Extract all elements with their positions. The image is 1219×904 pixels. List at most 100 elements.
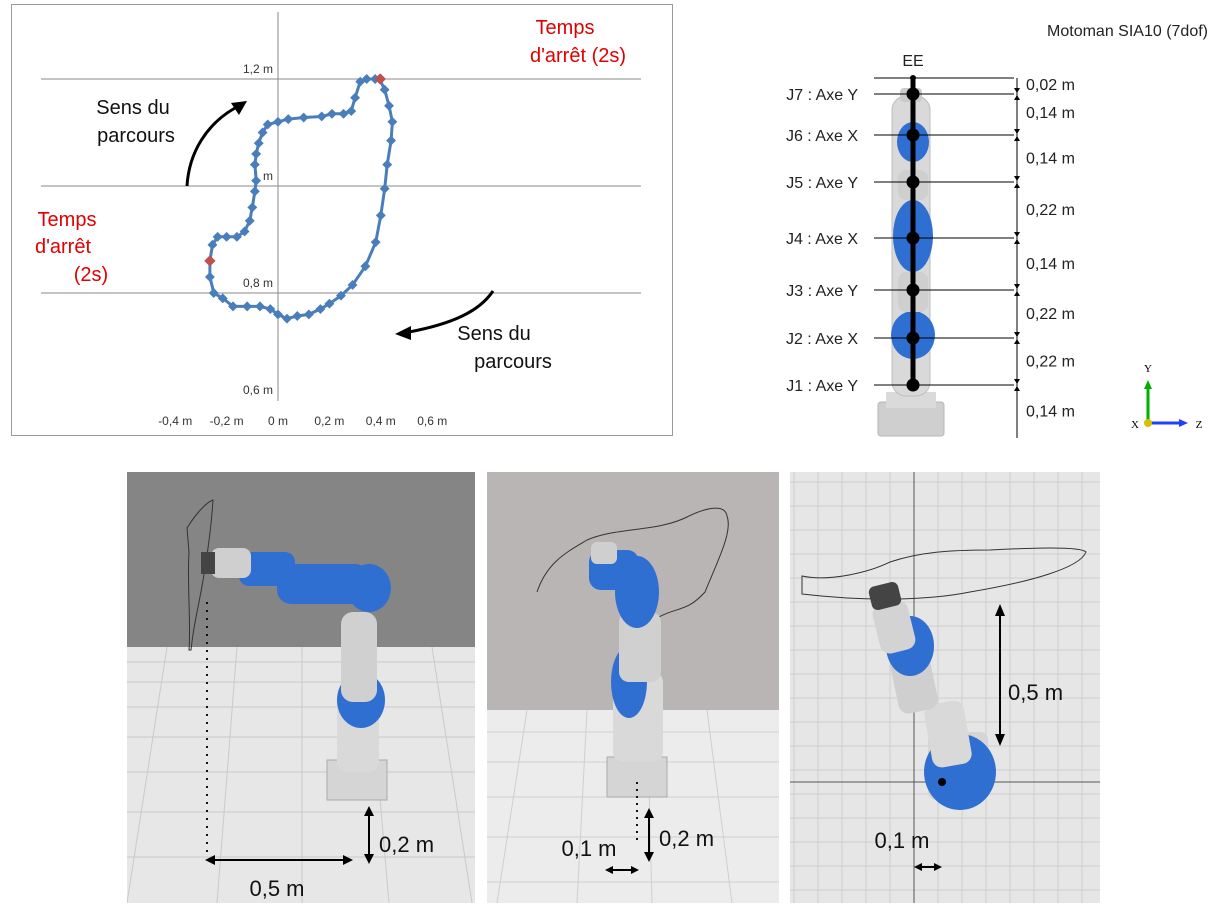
top-view-panel: 0,5 m 0,1 m [790,472,1100,903]
trajectory-point [247,202,258,213]
joint-markers: J7 : Axe YJ6 : Axe XJ5 : Axe YJ4 : Axe X… [786,87,1014,395]
direction-bottom-arrowhead [395,326,411,340]
dimension-tick [1014,176,1020,181]
top-robot [868,582,996,810]
side-vertical-label: 0,2 m [379,832,434,857]
joint-marker [906,175,920,189]
trajectory-point [221,231,232,242]
trajectory-point [244,215,255,226]
axis-label-y: Y [1144,363,1152,375]
direction-bottom-arrow [408,290,495,334]
direction-bottom-line2: parcours [474,351,552,373]
trajectory-point [315,304,326,314]
dimension-tick [1014,339,1020,344]
axis-label-x: X [1131,419,1139,431]
dimension-tick [1014,284,1020,289]
top-horizontal-label: 0,1 m [874,828,929,853]
trajectory-point [370,237,381,248]
front-view-scene: 0,1 m 0,2 m [487,472,779,903]
trajectory-point [249,186,260,197]
dimension-tick [1014,291,1020,296]
trajectory-point [204,272,215,282]
distance-label: 0,22 m [1026,354,1075,371]
direction-top-line1: Sens du [96,97,169,119]
joint-marker [906,231,920,245]
trajectory-point [265,304,276,314]
trajectory-point [255,301,265,312]
axis-label-z: Z [1196,419,1203,431]
joint-label: J7 : Axe Y [786,87,858,104]
x-tick-label: 0 m [268,414,288,428]
joint-label: J2 : Axe X [786,331,858,348]
x-tick-label: 0,2 m [314,414,344,428]
dimension-tick [1014,183,1020,188]
direction-top-line2: parcours [97,125,175,147]
dimension-tick [1014,386,1020,391]
joint-label: J6 : Axe X [786,128,858,145]
distance-label: 0,14 m [1026,105,1075,122]
joint-marker [906,331,920,345]
trajectory-point [375,210,386,221]
distance-label: 0,14 m [1026,256,1075,273]
joint-label: J1 : Axe Y [786,378,858,395]
trajectory-point [347,280,358,290]
front-robot [589,542,668,798]
trajectory-point [257,127,268,138]
distance-label: 0,22 m [1026,202,1075,219]
x-tick-label: -0,2 m [210,414,244,428]
trajectory-point [208,288,219,298]
top-vertical-label: 0,5 m [1008,680,1063,705]
distance-label: 0,22 m [1026,306,1075,323]
ee-label: EE [902,53,923,70]
trajectory-point [336,290,346,301]
direction-top-arrow [185,106,236,187]
front-horizontal-label: 0,1 m [561,836,616,861]
direction-bottom-line1: Sens du [457,323,530,345]
trajectory-point [379,183,390,194]
stop-left-label-line3: (2s) [74,264,108,286]
dimension-tick [1014,232,1020,237]
joint-distance-dimensions: 0,02 m0,14 m0,14 m0,22 m0,14 m0,22 m0,22… [1014,77,1075,438]
trajectory-point [217,293,228,304]
top-view-scene: 0,5 m 0,1 m [790,472,1100,903]
distance-label: 0,14 m [1026,404,1075,421]
distance-label: 0,14 m [1026,151,1075,168]
trajectory-point [360,261,371,272]
y-tick-label: 1,2 m [243,62,273,76]
joint-label: J3 : Axe Y [786,283,858,300]
y-tick-label: 0,6 m [243,383,273,397]
dimension-tick [1014,95,1020,100]
trajectory-point [231,231,242,242]
x-tick-label: 0,6 m [417,414,447,428]
trajectory-point [251,148,262,159]
dimension-tick [1014,88,1020,93]
side-horizontal-label: 0,5 m [249,876,304,901]
stop-left-label-line2: d'arrêt [35,236,92,258]
joint-marker [906,378,920,392]
joint-marker [906,87,920,101]
trajectory-point [242,301,253,312]
stop-point [204,255,216,267]
stop-right-label-line2: d'arrêt (2s) [530,45,626,67]
stop-right-label-line1: Temps [536,17,595,39]
dimension-tick [1014,239,1020,244]
dimension-tick [1014,332,1020,337]
trajectory-point [386,135,397,146]
direction-top-arrowhead [231,101,247,115]
trajectory-point [212,231,223,242]
trajectory-point [207,239,218,250]
y-tick-label: 0,8 m [243,276,273,290]
trajectory-point [303,309,314,320]
trajectory-point [249,159,260,170]
trajectory-point [292,311,303,321]
trajectory-point [251,175,262,186]
front-view-panel: 0,1 m 0,2 m [487,472,779,903]
stop-left-label-line1: Temps [38,209,97,231]
trajectory-point [324,298,335,309]
trajectory-point [273,309,283,320]
side-view-panel: 0,5 m 0,2 m [127,472,475,903]
x-tick-label: 0,4 m [366,414,396,428]
chart-frame [11,4,673,436]
